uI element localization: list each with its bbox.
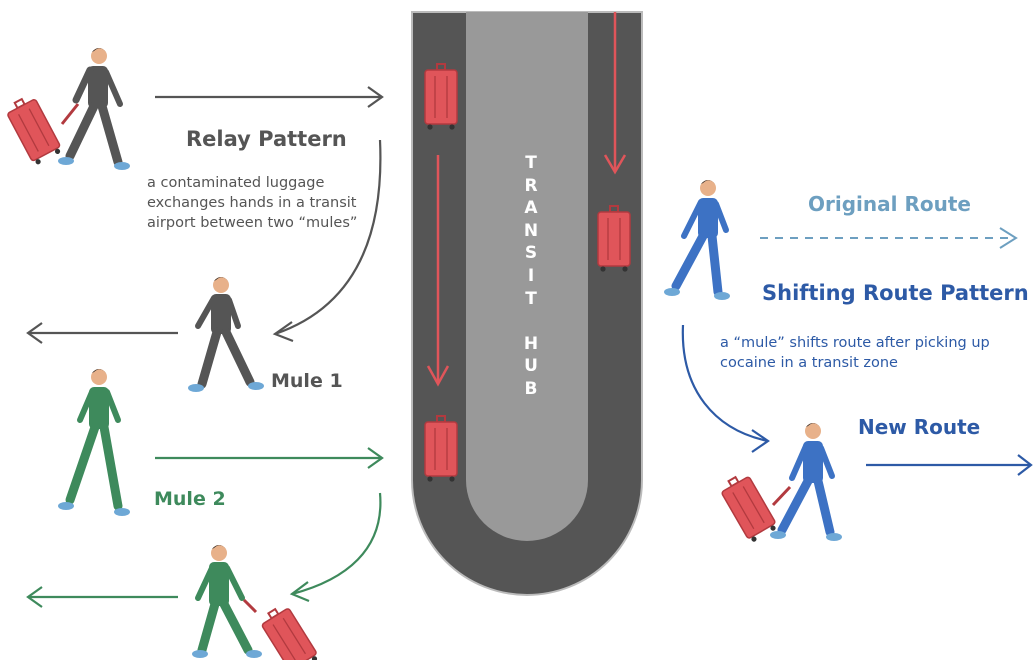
shifting-route-description: a “mule” shifts route after picking up c… <box>720 335 990 371</box>
mule2-figure <box>58 369 130 516</box>
relay-pattern-description: a contaminated luggage exchanges hands i… <box>147 175 358 231</box>
hub-letter: I <box>527 265 535 286</box>
relay-mule-with-suitcase <box>3 48 130 170</box>
hub-suitcase-top <box>424 63 458 131</box>
hub-letter <box>516 310 546 333</box>
hub-letter: H <box>523 333 539 354</box>
hub-letter: R <box>524 175 538 196</box>
hub-suitcase-bottom <box>424 415 458 483</box>
hub-arrow-left <box>426 155 450 387</box>
hub-suitcase-right <box>597 205 631 273</box>
hub-letter: U <box>524 356 538 377</box>
mule2-outgoing-arrow <box>26 586 178 608</box>
blue-mule-original <box>664 180 730 300</box>
hub-letter: B <box>524 378 538 399</box>
transit-hub-road <box>411 11 643 596</box>
blue-mule-new-route <box>717 423 842 545</box>
relay-pattern-title: Relay Pattern <box>186 127 347 151</box>
original-route-arrow <box>760 227 1018 249</box>
hub-letter: T <box>525 288 537 309</box>
hub-letter: A <box>524 198 538 219</box>
mule2-label: Mule 2 <box>154 488 226 510</box>
new-route-label: New Route <box>858 415 981 439</box>
hub-arrow-right <box>603 12 627 175</box>
relay-arrow-in <box>155 86 384 108</box>
shifting-route-title: Shifting Route Pattern <box>762 281 1029 305</box>
mule1-figure <box>188 277 264 392</box>
new-route-arrow <box>866 454 1033 476</box>
mule2-with-suitcase <box>192 545 322 660</box>
hub-letter: T <box>525 153 537 173</box>
hub-letter: S <box>524 243 538 264</box>
mule1-label: Mule 1 <box>271 370 343 392</box>
hub-letter: N <box>523 220 539 241</box>
relay-curve-arrow <box>272 139 382 343</box>
mule1-outgoing-arrow <box>26 322 178 344</box>
original-route-label: Original Route <box>808 192 971 216</box>
mule2-incoming-arrow <box>155 447 384 469</box>
shift-curve-arrow <box>681 324 770 453</box>
mule2-curve-arrow <box>289 492 382 603</box>
